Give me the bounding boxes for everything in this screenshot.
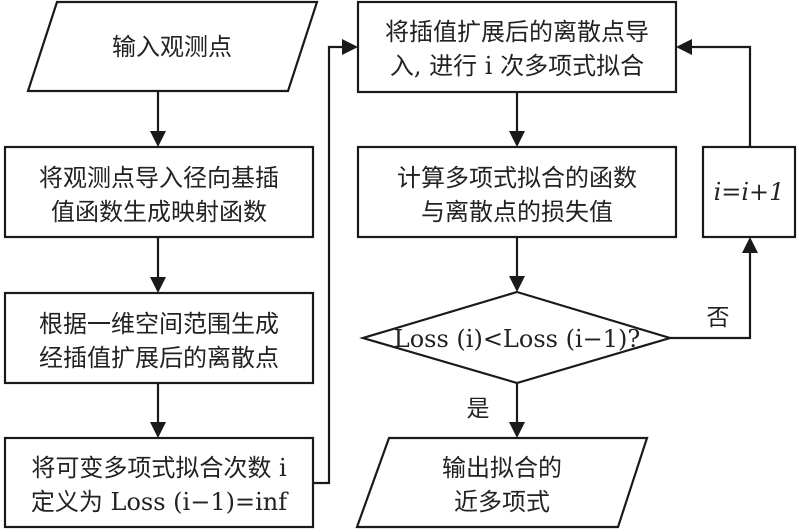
loss-box [356, 145, 678, 239]
node-text: Loss (i)<Loss (i−1)? [394, 325, 640, 353]
arrow-head [150, 277, 166, 293]
edge-init-fit [313, 45, 343, 485]
increment-box [701, 145, 797, 239]
edge-increment-fit [691, 45, 752, 147]
arrow-head [742, 237, 758, 253]
node-increment: i=i+1 [701, 145, 797, 239]
rbf-box [3, 145, 315, 239]
node-input: 输入观测点 [26, 0, 319, 93]
input-parallelogram [26, 0, 319, 93]
node-init: 将可变多项式拟合次数 i 定义为 Loss (i−1)=inf [3, 436, 315, 529]
node-text: 定义为 Loss (i−1)=inf [31, 488, 289, 516]
node-text: 将可变多项式拟合次数 i [31, 454, 287, 482]
arrow-head [676, 39, 692, 55]
node-text: 值函数生成映射函数 [51, 198, 267, 226]
arrow-head [509, 131, 525, 147]
node-text: 近多项式 [454, 488, 550, 516]
node-discrete: 根据一维空间范围生成 经插值扩展后的离散点 [3, 291, 315, 385]
arrow-head [150, 131, 166, 147]
arrow-head [150, 422, 166, 438]
fit-box [356, 0, 678, 94]
yes-label: 是 [467, 396, 490, 422]
node-output: 输出拟合的 近多项式 [355, 436, 649, 529]
node-text: 将插值扩展后的离散点导 [385, 18, 649, 46]
arrow-head [509, 422, 525, 438]
arrow-head [342, 39, 358, 55]
no-label: 否 [707, 305, 730, 331]
node-fit: 将插值扩展后的离散点导 入, 进行 i 次多项式拟合 [356, 0, 678, 94]
node-text: 输出拟合的 [442, 454, 562, 482]
node-text: 与离散点的损失值 [421, 198, 613, 226]
output-parallelogram [355, 436, 649, 529]
decision-diamond [359, 290, 674, 385]
connectors [150, 39, 758, 485]
discrete-box [3, 291, 315, 385]
node-loss: 计算多项式拟合的函数 与离散点的损失值 [356, 145, 678, 239]
node-text: 入, 进行 i 次多项式拟合 [390, 52, 644, 80]
node-text: 将观测点导入径向基插 [39, 164, 279, 192]
node-rbf: 将观测点导入径向基插 值函数生成映射函数 [3, 145, 315, 239]
node-text: 计算多项式拟合的函数 [397, 164, 637, 192]
arrow-head [509, 276, 525, 292]
init-box [3, 436, 315, 529]
node-decision: Loss (i)<Loss (i−1)? [359, 290, 674, 385]
node-text: 经插值扩展后的离散点 [39, 344, 279, 372]
edge-decision-increment [670, 252, 752, 340]
node-text: 输入观测点 [112, 33, 232, 61]
node-text: i=i+1 [714, 178, 785, 206]
node-text: 根据一维空间范围生成 [39, 310, 279, 338]
